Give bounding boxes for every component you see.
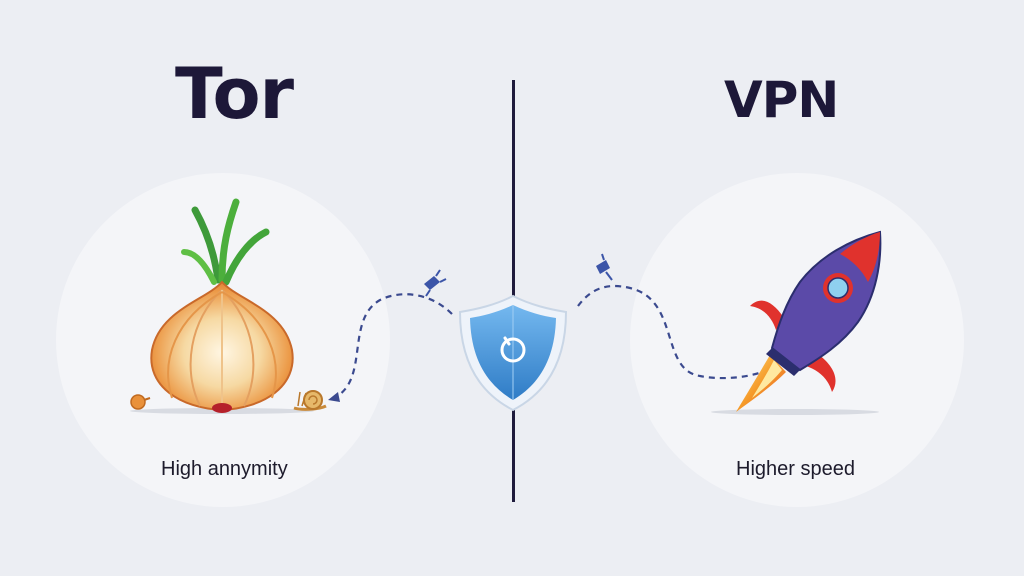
vpn-connection-path — [577, 253, 763, 380]
center-divider — [512, 80, 515, 502]
plug-icon — [424, 269, 447, 297]
tor-connection-path — [328, 269, 453, 402]
onion-icon — [130, 198, 314, 414]
snail-icon — [293, 390, 327, 411]
tor-title: Tor — [175, 53, 294, 135]
plug-icon — [596, 253, 613, 281]
vpn-caption: Higher speed — [736, 458, 855, 480]
rocket-icon — [711, 230, 882, 415]
tor-caption: High annymity — [161, 458, 288, 480]
vpn-title: VPN — [724, 71, 839, 129]
shield-icon — [458, 294, 568, 412]
